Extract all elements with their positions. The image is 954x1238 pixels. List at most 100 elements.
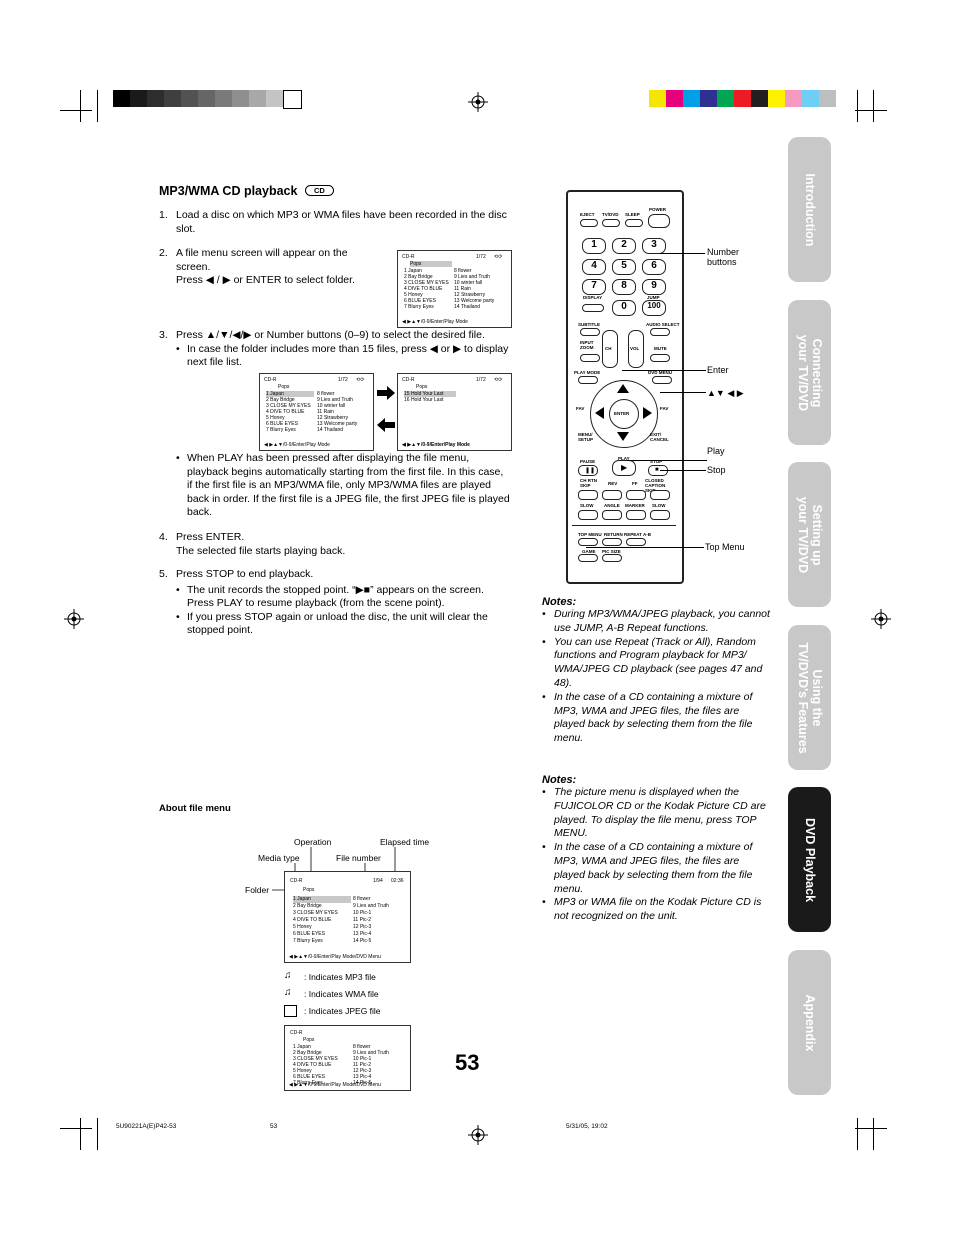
file-item: 6 BLUE EYES	[266, 421, 298, 427]
play-button[interactable]: ▶	[612, 460, 636, 476]
color-swatch	[802, 90, 819, 107]
dvd-menu-button[interactable]	[652, 376, 672, 384]
skip-back-button[interactable]	[578, 490, 598, 500]
sleep-button[interactable]	[625, 219, 643, 227]
tab-label: DVD Playback	[802, 817, 817, 902]
enter-button[interactable]	[609, 399, 639, 429]
volume-rocker[interactable]	[628, 330, 644, 368]
file-item: 13 Pic-4	[353, 931, 372, 937]
number-3-button[interactable]: 3	[642, 238, 666, 254]
sleep-label: SLEEP	[625, 212, 640, 217]
pause-button[interactable]: ❚❚	[578, 465, 598, 476]
mute-button[interactable]	[650, 354, 670, 362]
file-item: 5 Honey	[266, 415, 285, 421]
return-button[interactable]	[602, 538, 622, 546]
subtitle-button[interactable]	[580, 328, 600, 336]
skip-forward-button[interactable]	[650, 490, 670, 500]
number-9-button[interactable]: 9	[642, 279, 666, 295]
file-list-right: 8 flower 9 Lies and Truth 10 winter fall…	[454, 268, 494, 310]
game-button[interactable]	[578, 554, 598, 562]
file-item: 7 Blurry Eyes	[293, 938, 323, 944]
callout-line	[660, 470, 706, 471]
number-7-button[interactable]: 7	[582, 279, 606, 295]
file-item: 3 CLOSE MY EYES	[293, 1056, 338, 1062]
file-list-left: 1 Japan 2 Bay Bridge 3 CLOSE MY EYES 4 D…	[293, 1044, 338, 1086]
marker-button[interactable]	[626, 510, 646, 520]
arrow-right-icon[interactable]	[643, 407, 652, 419]
repeat-button[interactable]	[626, 538, 646, 546]
top-menu-button[interactable]	[578, 538, 598, 546]
audio-select-button[interactable]	[650, 328, 670, 336]
file-list-right: 8 flower 9 Lies and Truth 10 Pic-1 11 Pi…	[353, 896, 389, 945]
mute-label: MUTE	[654, 346, 667, 351]
top-menu-callout-label: Top Menu	[705, 542, 745, 552]
file-item: 12 Pic-3	[353, 1068, 372, 1074]
step-number: 2.	[159, 247, 168, 259]
number-0-button[interactable]: 0	[612, 300, 636, 316]
jpeg-icon	[284, 1005, 297, 1017]
subtitle-label: SUBTITLE	[578, 322, 600, 327]
slow-forward-button[interactable]	[650, 510, 670, 520]
tab-setting-up[interactable]: Setting up your TV/DVD	[788, 462, 831, 607]
number-6-button[interactable]: 6	[642, 259, 666, 275]
tab-introduction[interactable]: Introduction	[788, 137, 831, 282]
dpad[interactable]	[590, 380, 658, 448]
pic-size-button[interactable]	[602, 554, 622, 562]
number-2-button[interactable]: 2	[612, 238, 636, 254]
rev-button[interactable]	[602, 490, 622, 500]
angle-button[interactable]	[602, 510, 622, 520]
folder-row: Pops	[410, 261, 452, 267]
file-item: 2 Bay Bridge	[293, 1050, 322, 1056]
slow-back-button[interactable]	[578, 510, 598, 520]
crosshair-icon	[468, 1125, 488, 1145]
arrow-up-icon[interactable]	[617, 384, 629, 393]
eject-button[interactable]	[580, 219, 598, 227]
screen-footer: ◀ ▶▲▼/0-9/Enter/Play Mode	[402, 319, 468, 325]
arrow-left-icon	[377, 418, 395, 432]
input-button[interactable]	[580, 354, 600, 362]
power-button[interactable]	[648, 214, 670, 228]
bullet-text: When PLAY has been pressed after display…	[187, 452, 510, 518]
display-button[interactable]	[582, 304, 604, 312]
gray-swatch	[130, 90, 147, 107]
callout-elapsed: Elapsed time	[380, 837, 430, 847]
file-item: 1 Japan	[266, 391, 314, 397]
legend-text: : Indicates WMA file	[304, 989, 379, 999]
file-list-left: 1 Japan 2 Bay Bridge 3 CLOSE MY EYES 4 D…	[293, 896, 351, 945]
step-text: Load a disc on which MP3 or WMA files ha…	[176, 209, 507, 235]
tab-dvd-playback[interactable]: DVD Playback	[788, 787, 831, 932]
color-swatch	[734, 90, 751, 107]
mode: ⟲⟳	[356, 377, 365, 383]
about-screen: CD-R 1/94 02:36 Pops 1 Japan 2 Bay Bridg…	[284, 871, 411, 963]
callout-line	[586, 547, 704, 548]
number-1-button[interactable]: 1	[582, 238, 606, 254]
slow-label: SLOW	[652, 503, 666, 508]
number-8-button[interactable]: 8	[612, 279, 636, 295]
play-mode-button[interactable]	[578, 376, 598, 384]
note-item: •MP3 or WMA file on the Kodak Picture CD…	[542, 896, 762, 923]
ff-button[interactable]	[626, 490, 646, 500]
file-list-left: 1 Japan 2 Bay Bridge 3 CLOSE MY EYES 4 D…	[404, 268, 449, 310]
file-item: 12 Strawberry	[454, 292, 486, 298]
tab-connecting[interactable]: Connecting your TV/DVD	[788, 300, 831, 445]
tvdvd-button[interactable]	[602, 219, 620, 227]
tab-label: Using the TV/DVD's Features	[795, 641, 824, 754]
arrow-down-icon[interactable]	[617, 432, 629, 441]
file-list-right: 8 flower 9 Lies and Truth 10 Pic-1 11 Pi…	[353, 1044, 389, 1086]
arrow-left-icon[interactable]	[595, 407, 604, 419]
audio-label: AUDIO SELECT	[646, 322, 680, 327]
number-5-button[interactable]: 5	[612, 259, 636, 275]
callout-operation: Operation	[294, 837, 332, 847]
channel-rocker[interactable]	[602, 330, 618, 368]
ch-label: CH	[605, 346, 612, 351]
callout-media-type: Media type	[258, 853, 300, 863]
number-100-button[interactable]: 100	[642, 300, 666, 316]
top-menu-label: TOP MENU	[578, 532, 602, 537]
gray-swatch	[232, 90, 249, 107]
tab-appendix[interactable]: Appendix	[788, 950, 831, 1095]
tab-features[interactable]: Using the TV/DVD's Features	[788, 625, 831, 770]
file-list-right: 8 flower 9 Lies and Truth 10 winter fall…	[317, 391, 357, 433]
number-4-button[interactable]: 4	[582, 259, 606, 275]
play-bullet: • When PLAY has been pressed after displ…	[176, 452, 510, 518]
file-item: 11 Rain	[454, 286, 471, 292]
